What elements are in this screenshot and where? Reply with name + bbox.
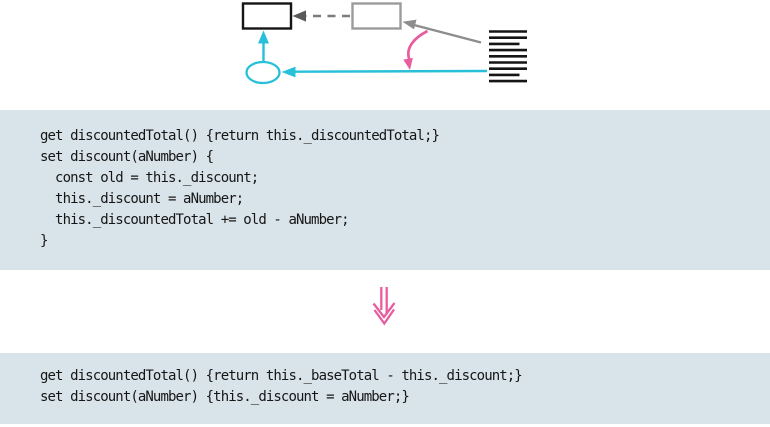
- code-line: }: [40, 233, 48, 249]
- code-after-block: get discountedTotal() {return this._base…: [0, 353, 770, 424]
- code-line: set discount(aNumber) {: [40, 149, 214, 165]
- code-line: this._discount = aNumber;: [40, 191, 244, 207]
- code-line: get discountedTotal() {return this._base…: [40, 368, 523, 384]
- transform-arrow-panel: [0, 270, 770, 353]
- cyan-up-arrow-icon: [258, 30, 269, 61]
- code-line: const old = this._discount;: [40, 170, 259, 186]
- method-ellipse-icon: [245, 60, 281, 85]
- code-line: this._discountedTotal += old - aNumber;: [40, 212, 350, 228]
- code-line: get discountedTotal() {return this._disc…: [40, 128, 440, 144]
- code-before-block: get discountedTotal() {return this._disc…: [0, 110, 770, 270]
- dashed-left-arrow-icon: [292, 10, 350, 22]
- black-class-box-icon: [241, 2, 293, 30]
- cyan-left-arrow-icon: [281, 66, 488, 78]
- pink-curved-arrow-icon: [403, 29, 429, 70]
- gray-class-box-icon: [351, 2, 402, 30]
- code-line: set discount(aNumber) {this._discount = …: [40, 389, 410, 405]
- solid-gray-arrow-icon: [402, 19, 482, 44]
- double-down-arrow-icon: [372, 287, 396, 326]
- code-text-lines-icon: [489, 30, 527, 83]
- diagram-panel: [0, 0, 770, 110]
- diagram-canvas: [241, 2, 527, 85]
